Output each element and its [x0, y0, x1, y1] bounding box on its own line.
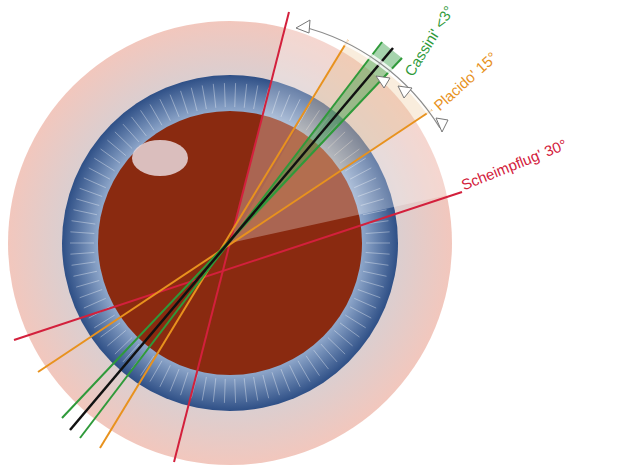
arrow-head — [296, 20, 310, 33]
iris-fibre — [272, 372, 279, 395]
arrow-head — [398, 86, 412, 98]
iris-fibre — [321, 344, 337, 362]
iris-fibre — [202, 85, 206, 109]
iris-fibre — [298, 361, 310, 382]
iris-fibre — [306, 356, 319, 376]
iris-fibre — [202, 377, 206, 401]
iris-fibre — [72, 262, 96, 265]
iris-fibre — [131, 117, 146, 136]
iris-fibre — [234, 83, 236, 107]
iris-fibre — [94, 315, 114, 328]
iris-fibre — [76, 280, 99, 287]
iris-fibre — [290, 365, 301, 387]
iris-fibre — [366, 252, 390, 254]
iris-fibre — [107, 330, 125, 345]
iris-fibre — [254, 377, 258, 401]
iris-fibre — [72, 221, 96, 224]
iris-fibre — [365, 262, 389, 265]
iris-fibre — [150, 104, 162, 125]
iris-fibre — [345, 315, 365, 328]
placido-label: Placido' 15° — [431, 49, 500, 113]
iris-fibre — [141, 356, 154, 376]
iris-fibre — [213, 378, 216, 402]
iris-fibre — [115, 132, 132, 149]
iris-fibre — [80, 290, 103, 298]
iris-fibre — [350, 307, 371, 318]
iris-fibre — [70, 232, 94, 234]
iris-fibre — [191, 88, 197, 111]
iris-fibre — [73, 210, 96, 215]
iris-fibre — [101, 149, 120, 163]
iris-fibre — [366, 243, 390, 244]
iris-fibre — [358, 290, 381, 298]
iris-fibre — [224, 379, 226, 403]
iris-fibre — [84, 298, 106, 308]
iris-fibre — [89, 168, 110, 179]
iris-fibre — [213, 84, 216, 108]
iris-fibre — [361, 280, 384, 287]
iris-fibre — [281, 369, 290, 391]
iris-fibre — [80, 188, 103, 196]
arrow-head — [376, 76, 390, 88]
arrow-head — [436, 118, 448, 132]
iris-fibre — [366, 232, 390, 234]
iris-fibre — [354, 298, 376, 308]
iris-fibre — [170, 369, 179, 391]
iris-fibre — [160, 99, 171, 121]
highlight — [132, 140, 188, 176]
iris-fibre — [363, 271, 386, 276]
iris-fibre — [141, 110, 154, 130]
scheimpflug-label: Scheimpflug' 30° — [459, 136, 569, 192]
placido-line — [100, 40, 348, 448]
iris-fibre — [234, 379, 236, 403]
axis-line — [70, 48, 393, 430]
iris-fibre — [244, 84, 247, 108]
iris-fibre — [70, 243, 94, 244]
iris-fibre — [244, 378, 247, 402]
iris-fibre — [224, 83, 226, 107]
iris-fibre — [181, 372, 188, 395]
iris-fibre — [181, 91, 188, 114]
scheimpflug-line — [14, 192, 462, 340]
iris-fibre — [76, 199, 99, 206]
cassini-label: Cassini' <3° — [402, 3, 457, 78]
placido-line — [38, 110, 432, 372]
iris-fibre — [107, 140, 125, 155]
iris-fibre — [328, 337, 345, 354]
iris-fibre — [123, 124, 139, 142]
iris-fibre — [94, 158, 114, 171]
iris-fibre — [263, 375, 269, 398]
iris-fibre — [314, 350, 329, 369]
iris-fibre — [170, 95, 179, 117]
iris-fibre — [70, 252, 94, 254]
scheimpflug-line — [174, 12, 289, 462]
iris-fibre — [73, 271, 96, 276]
iris-fibre — [160, 365, 171, 387]
iris-fibre — [254, 85, 258, 109]
iris-fibre — [334, 330, 352, 345]
iris-fibre — [340, 323, 359, 337]
iris-fibre — [84, 178, 106, 188]
